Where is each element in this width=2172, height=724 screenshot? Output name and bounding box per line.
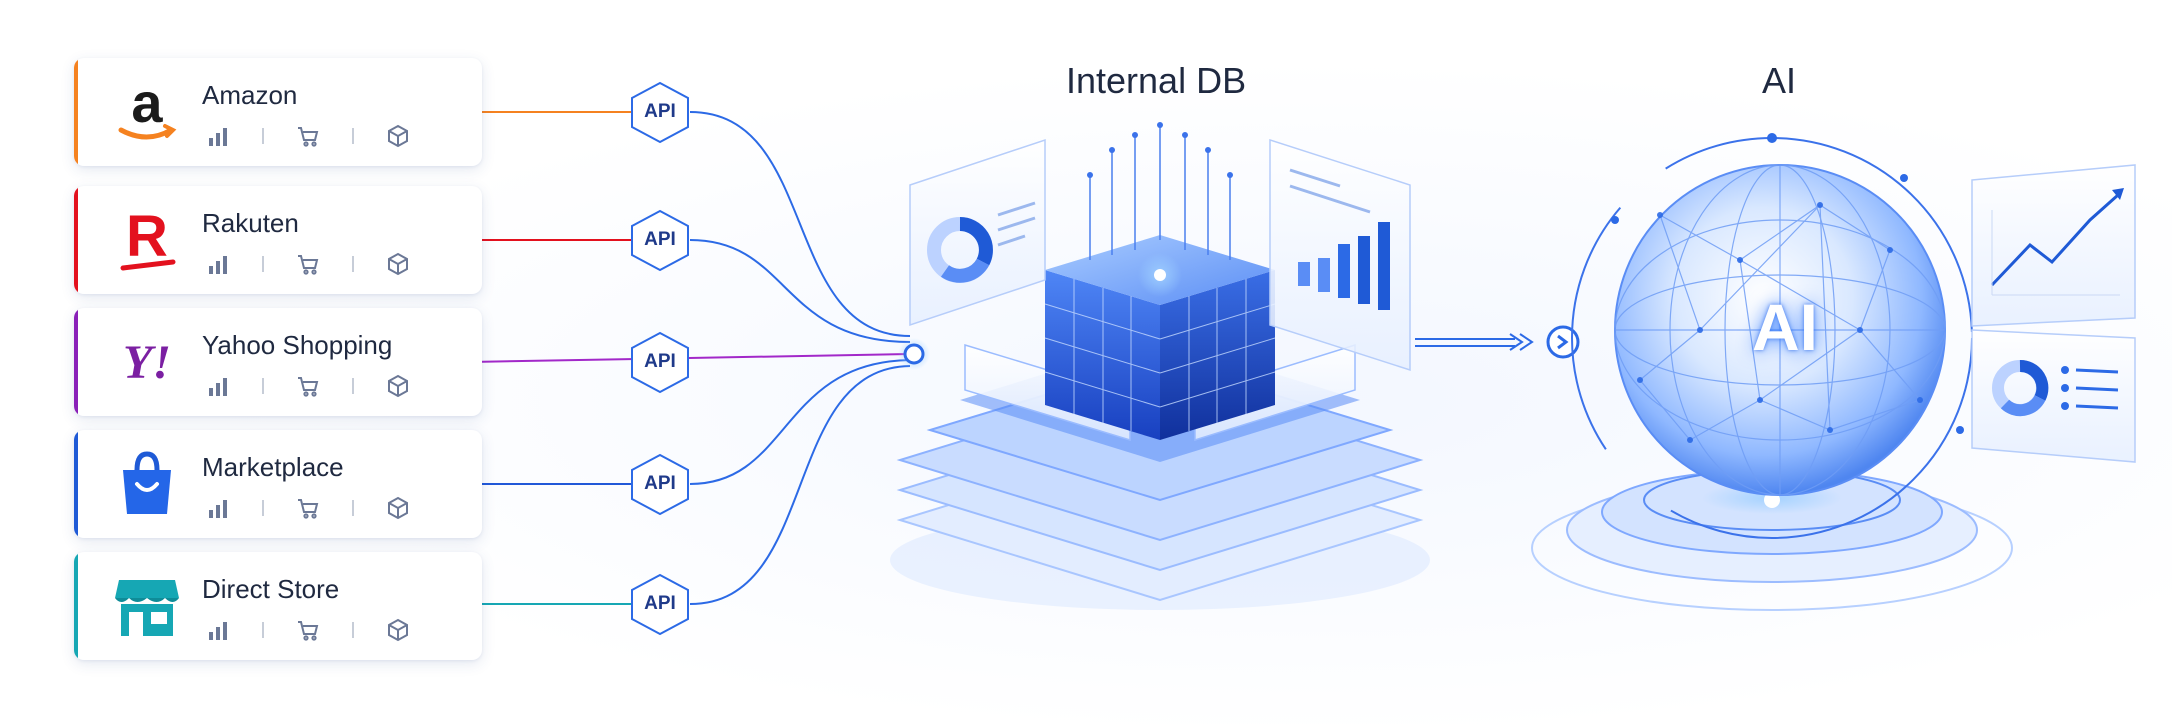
box-icon bbox=[386, 252, 410, 276]
shopping-bag-icon bbox=[104, 446, 190, 522]
internal-db-illustration bbox=[890, 122, 1430, 610]
rakuten-logo-letter: R bbox=[126, 204, 168, 269]
ai-title: AI bbox=[1762, 60, 1796, 102]
bar-chart-icon bbox=[206, 374, 230, 398]
bar-chart-icon bbox=[206, 496, 230, 520]
api-label: API bbox=[629, 209, 691, 271]
api-label: API bbox=[629, 81, 691, 143]
icon-separator bbox=[352, 128, 354, 144]
ai-illustration bbox=[1532, 133, 2135, 610]
api-badge-amazon: API bbox=[629, 81, 691, 143]
icon-separator bbox=[262, 622, 264, 638]
card-icon-row bbox=[206, 496, 410, 520]
internal-db-title: Internal DB bbox=[1066, 60, 1246, 102]
api-label: API bbox=[629, 573, 691, 635]
source-card-marketplace[interactable]: Marketplace bbox=[74, 430, 482, 538]
icon-separator bbox=[352, 500, 354, 516]
rakuten-logo-icon: R bbox=[104, 202, 190, 278]
db-hub-node bbox=[898, 338, 930, 370]
source-name: Amazon bbox=[202, 80, 297, 111]
box-icon bbox=[386, 124, 410, 148]
source-card-rakuten[interactable]: R Rakuten bbox=[74, 186, 482, 294]
icon-separator bbox=[262, 378, 264, 394]
icon-separator bbox=[262, 128, 264, 144]
db-to-ai-arrow bbox=[1415, 327, 1578, 357]
box-icon bbox=[386, 374, 410, 398]
yahoo-logo-letter: Y! bbox=[123, 336, 171, 389]
db-bar-panel bbox=[1270, 140, 1410, 370]
api-badge-rakuten: API bbox=[629, 209, 691, 271]
db-donut-panel bbox=[910, 140, 1045, 325]
api-badge-yahoo: API bbox=[629, 331, 691, 393]
source-name: Yahoo Shopping bbox=[202, 330, 392, 361]
bar-chart-icon bbox=[206, 124, 230, 148]
card-accent-bar bbox=[74, 58, 78, 166]
card-icon-row bbox=[206, 618, 410, 642]
card-accent-bar bbox=[74, 430, 78, 538]
card-icon-row bbox=[206, 374, 410, 398]
storefront-icon bbox=[104, 568, 190, 644]
bar-chart-icon bbox=[206, 618, 230, 642]
source-card-direct-store[interactable]: Direct Store bbox=[74, 552, 482, 660]
source-card-amazon[interactable]: a Amazon bbox=[74, 58, 482, 166]
amazon-logo-icon: a bbox=[104, 74, 190, 150]
cart-icon bbox=[296, 618, 320, 642]
cart-icon bbox=[296, 374, 320, 398]
icon-separator bbox=[352, 378, 354, 394]
ai-sphere-label: AI bbox=[1723, 289, 1847, 365]
card-accent-bar bbox=[74, 186, 78, 294]
api-badge-direct-store: API bbox=[629, 573, 691, 635]
bar-chart-icon bbox=[206, 252, 230, 276]
ai-donut-panel bbox=[1972, 330, 2135, 462]
ai-trend-panel bbox=[1972, 165, 2135, 326]
source-name: Marketplace bbox=[202, 452, 344, 483]
card-icon-row bbox=[206, 252, 410, 276]
api-label: API bbox=[629, 453, 691, 515]
icon-separator bbox=[352, 256, 354, 272]
source-name: Direct Store bbox=[202, 574, 339, 605]
yahoo-logo-icon: Y! bbox=[104, 324, 190, 400]
cart-icon bbox=[296, 124, 320, 148]
card-accent-bar bbox=[74, 552, 78, 660]
box-icon bbox=[386, 618, 410, 642]
amazon-logo-letter: a bbox=[131, 74, 163, 134]
box-icon bbox=[386, 496, 410, 520]
cart-icon bbox=[296, 252, 320, 276]
card-accent-bar bbox=[74, 308, 78, 416]
cart-icon bbox=[296, 496, 320, 520]
icon-separator bbox=[262, 500, 264, 516]
card-icon-row bbox=[206, 124, 410, 148]
icon-separator bbox=[352, 622, 354, 638]
api-label: API bbox=[629, 331, 691, 393]
source-card-yahoo-shopping[interactable]: Y! Yahoo Shopping bbox=[74, 308, 482, 416]
source-name: Rakuten bbox=[202, 208, 299, 239]
icon-separator bbox=[262, 256, 264, 272]
api-badge-marketplace: API bbox=[629, 453, 691, 515]
